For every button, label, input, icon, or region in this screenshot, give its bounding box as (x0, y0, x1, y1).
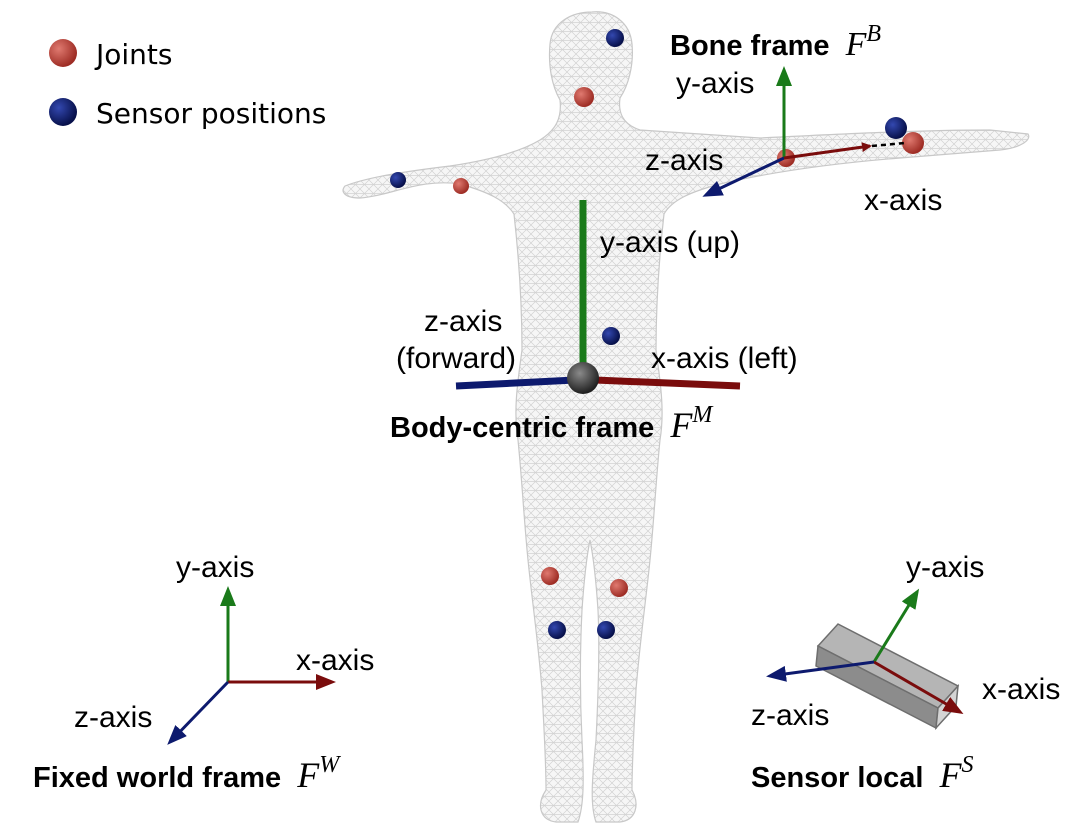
sensor-z-axis-arrow (766, 660, 875, 682)
body-x-axis-bar (594, 376, 741, 390)
body-z-axis-label-line1: z-axis (424, 305, 502, 338)
sensor-x-axis-arrow (873, 660, 964, 715)
bone-frame: Bone frame FB y-axis z-axis x-axis (645, 21, 942, 217)
legend-sensors-label: Sensor positions (96, 97, 326, 130)
legend: Joints Sensor positions (49, 38, 326, 130)
sensor-right-wrist (390, 172, 406, 188)
world-y-axis-label: y-axis (176, 551, 254, 584)
sensor-z-axis-label: z-axis (751, 699, 829, 732)
body-centric-frame: y-axis (up) z-axis (forward) x-axis (lef… (390, 200, 798, 445)
legend-joint-swatch (49, 39, 77, 67)
bone-y-axis-label: y-axis (676, 67, 754, 100)
sensor-x-axis-label: x-axis (982, 673, 1060, 706)
world-x-axis-label: x-axis (296, 644, 374, 677)
joint-left-knee (610, 579, 628, 597)
world-frame-title: Fixed world frame FW (33, 752, 341, 795)
sensor-markers (390, 29, 907, 639)
bone-x-axis-arrow (783, 142, 872, 160)
sensor-pelvis (602, 327, 620, 345)
legend-sensor-swatch (49, 98, 77, 126)
body-origin-sphere (567, 362, 599, 394)
human-mesh-figure (342, 11, 1030, 823)
bone-x-axis-dashed (871, 141, 906, 148)
bone-frame-title: Bone frame FB (670, 21, 881, 63)
joint-markers (453, 87, 924, 597)
body-frame-title: Body-centric frame FM (390, 402, 714, 445)
body-z-axis-label-line2: (forward) (396, 342, 516, 375)
body-z-axis-bar (455, 376, 576, 390)
sensor-y-axis-arrow (872, 588, 920, 663)
sensor-left-upper-arm (885, 117, 907, 139)
world-z-axis-label: z-axis (74, 701, 152, 734)
sensor-y-axis-label: y-axis (906, 551, 984, 584)
sensor-frame-title: Sensor local FS (751, 752, 974, 795)
bone-z-axis-label: z-axis (645, 144, 723, 177)
sensor-local-frame: y-axis x-axis z-axis Sensor local FS (751, 551, 1060, 795)
legend-joints-label: Joints (94, 38, 172, 71)
joint-right-knee (541, 567, 559, 585)
world-frame: y-axis x-axis z-axis Fixed world frame F… (33, 551, 374, 795)
world-z-axis-arrow (167, 680, 230, 745)
joint-left-elbow (902, 132, 924, 154)
body-y-axis-label: y-axis (up) (600, 226, 740, 259)
body-x-axis-label: x-axis (left) (651, 342, 798, 375)
sensor-left-shin (597, 621, 615, 639)
bone-z-axis-arrow (702, 156, 785, 197)
joint-head (574, 87, 594, 107)
sensor-head (606, 29, 624, 47)
joint-right-elbow (453, 178, 469, 194)
sensor-right-shin (548, 621, 566, 639)
bone-x-axis-label: x-axis (864, 184, 942, 217)
